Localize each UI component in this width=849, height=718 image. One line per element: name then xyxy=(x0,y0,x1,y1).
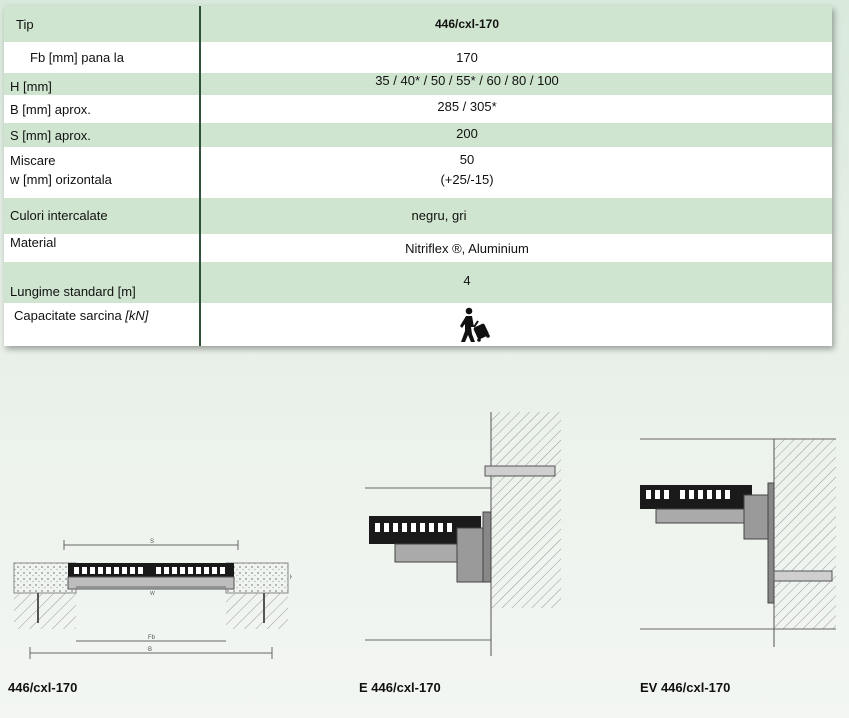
table-row: Culori intercalate negru, gri xyxy=(4,198,832,234)
row-value: negru, gri xyxy=(411,208,467,223)
dim-w-label: W xyxy=(150,591,155,597)
row-value: (+25/-15) xyxy=(440,172,494,187)
row-value: 4 xyxy=(463,273,471,288)
column-divider xyxy=(199,6,201,346)
dim-b-label: B xyxy=(148,647,152,653)
row-value: 35 / 40* / 50 / 55* / 60 / 80 / 100 xyxy=(375,73,559,88)
table-row: Miscare w [mm] orizontala 50 (+25/-15) xyxy=(4,147,832,198)
table-row: Fb [mm] pana la 170 xyxy=(4,42,832,73)
table-row: Material Nitriflex ®, Aluminium xyxy=(4,234,832,262)
row-label: Culori intercalate xyxy=(10,208,108,223)
drawing-446-cxl-170: S W Fb B H xyxy=(13,539,292,659)
row-value: Nitriflex ®, Aluminium xyxy=(405,241,529,256)
pedestrian-luggage-icon xyxy=(460,307,490,342)
drawing-e-446-cxl-170 xyxy=(365,412,561,656)
dim-fb-label: Fb xyxy=(148,635,156,641)
row-label: H [mm] xyxy=(10,79,52,94)
drawing-ev-446-cxl-170 xyxy=(640,438,836,647)
row-label: B [mm] aprox. xyxy=(10,102,91,117)
table-row: Capacitate sarcina [kN] xyxy=(4,303,832,346)
row-value: 50 xyxy=(459,152,475,167)
table-row: B [mm] aprox. 285 / 305* xyxy=(4,95,832,123)
table-row: Tip 446/cxl-170 xyxy=(4,6,832,42)
row-label: Material xyxy=(10,235,57,250)
table-row: Lungime standard [m] 4 xyxy=(4,262,832,303)
row-label: Capacitate sarcina [kN] xyxy=(14,308,149,323)
row-value: 446/cxl-170 xyxy=(434,17,500,31)
row-label: Fb [mm] pana la xyxy=(30,50,124,65)
row-label: S [mm] aprox. xyxy=(10,128,91,143)
row-value: 170 xyxy=(456,50,478,65)
caption-e-446-cxl-170: E 446/cxl-170 xyxy=(359,680,441,695)
spec-table: Tip 446/cxl-170 Fb [mm] pana la 170 H [m… xyxy=(4,6,832,346)
caption-446-cxl-170: 446/cxl-170 xyxy=(8,680,78,695)
table-row: S [mm] aprox. 200 xyxy=(4,123,832,147)
row-value: 285 / 305* xyxy=(437,99,497,114)
caption-ev-446-cxl-170: EV 446/cxl-170 xyxy=(640,680,731,695)
row-label: Lungime standard [m] xyxy=(10,284,136,299)
dim-s-label: S xyxy=(150,539,154,545)
row-value: 200 xyxy=(456,126,478,141)
row-label: w [mm] orizontala xyxy=(10,172,112,187)
table-row: H [mm] 35 / 40* / 50 / 55* / 60 / 80 / 1… xyxy=(4,73,832,95)
row-label: Miscare xyxy=(10,153,56,168)
dim-h-label: H xyxy=(290,575,292,581)
row-label: Tip xyxy=(16,17,34,32)
